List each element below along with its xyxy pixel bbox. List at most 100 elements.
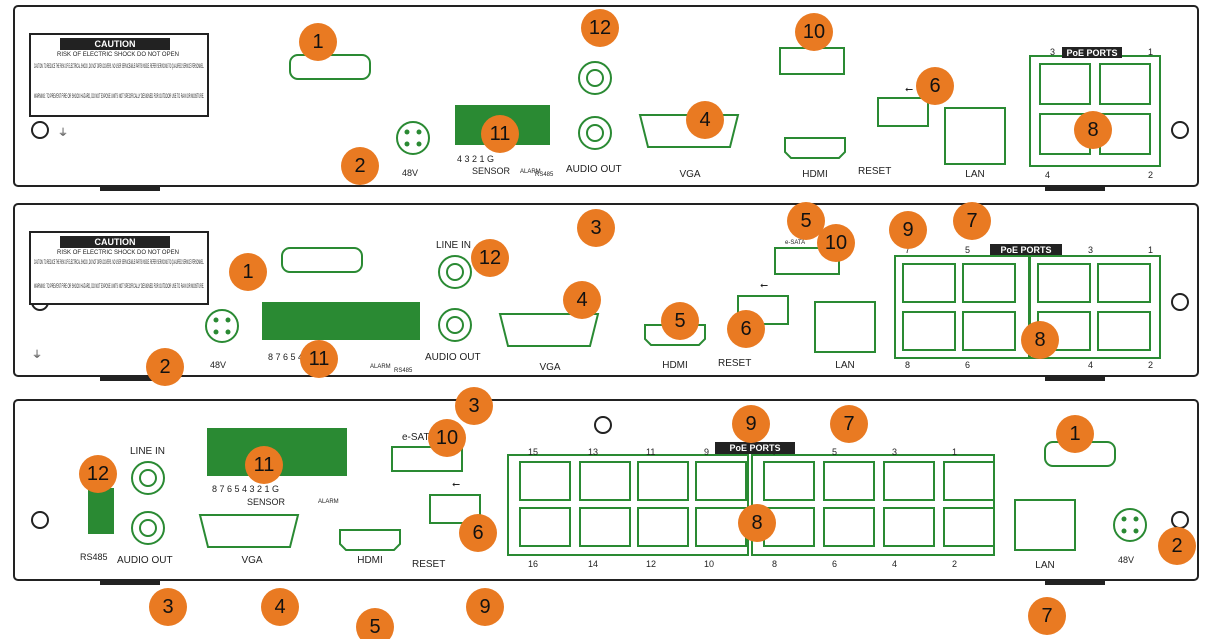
port-number: 10 [704, 559, 714, 569]
poe-port[interactable] [1098, 264, 1150, 302]
callout-number: 2 [159, 356, 170, 378]
esata-label: e-SATA [785, 240, 805, 246]
callout-badge: 10 [795, 13, 833, 51]
caution-text: CAUTION: TO REDUCE THE RISK OF ELECTRICA… [34, 260, 204, 266]
poe-port[interactable] [638, 508, 688, 546]
port-number: 13 [588, 447, 598, 457]
esata-port[interactable] [780, 48, 844, 74]
poe-port[interactable] [824, 508, 874, 546]
sensor-pin-numbers: 8 7 6 5 4 3 2 1 G [212, 484, 279, 494]
poe-port[interactable] [580, 462, 630, 500]
callout-number: 10 [803, 21, 825, 43]
callout-badge: 1 [229, 253, 267, 291]
vga-label: VGA [241, 555, 262, 566]
callout-badge: 9 [466, 588, 504, 626]
callout-number: 11 [309, 348, 330, 370]
usb-port[interactable] [878, 98, 928, 126]
callout-number: 1 [242, 261, 253, 283]
callout-number: 12 [589, 17, 611, 39]
port-number: 14 [588, 559, 598, 569]
callout-number: 12 [87, 463, 109, 485]
power-switch[interactable] [282, 248, 362, 272]
callout-badge: 11 [245, 446, 283, 484]
caution-title: CAUTION [95, 39, 136, 49]
callout-badge: 12 [471, 239, 509, 277]
poe-port[interactable] [764, 462, 814, 500]
shock-warning-text: RISK OF ELECTRIC SHOCK DO NOT OPEN [57, 250, 179, 256]
port-number: 9 [704, 447, 709, 457]
callout-badge: 10 [428, 419, 466, 457]
ground-icon: ⏚ [58, 127, 68, 139]
callout-number: 1 [312, 31, 323, 53]
poe-port[interactable] [520, 462, 570, 500]
callout-badge: 6 [459, 514, 497, 552]
hdmi-port[interactable] [340, 530, 400, 550]
poe-port[interactable] [824, 462, 874, 500]
poe-port[interactable] [638, 462, 688, 500]
sensor-label: SENSOR [247, 497, 286, 507]
callout-badge: 7 [1028, 597, 1066, 635]
callout-number: 7 [1041, 605, 1052, 627]
poe-port[interactable] [884, 462, 934, 500]
port-number: 1 [952, 447, 957, 457]
poe-port[interactable] [903, 264, 955, 302]
callout-number: 4 [274, 596, 285, 618]
callout-badge: 9 [732, 405, 770, 443]
rs485-terminal[interactable] [88, 488, 114, 534]
hdmi-port[interactable] [785, 138, 845, 158]
callout-badge: 3 [149, 588, 187, 626]
poe-port[interactable] [696, 462, 746, 500]
callout-number: 8 [751, 512, 762, 534]
poe-port[interactable] [944, 462, 994, 500]
poe-port[interactable] [884, 508, 934, 546]
reset-label: RESET [858, 166, 891, 177]
poe-port[interactable] [1038, 264, 1090, 302]
port-number: 6 [832, 559, 837, 569]
caution-title: CAUTION [95, 237, 136, 247]
power-switch[interactable] [290, 55, 370, 79]
poe-title: PoE PORTS [1000, 245, 1051, 255]
port-number: 2 [1148, 360, 1153, 370]
hdmi-label: HDMI [357, 555, 383, 566]
poe-port[interactable] [1098, 312, 1150, 350]
callout-number: 3 [162, 596, 173, 618]
poe-port[interactable] [520, 508, 570, 546]
poe-port[interactable] [1040, 64, 1090, 104]
callout-number: 4 [699, 109, 710, 131]
lan-port[interactable] [945, 108, 1005, 164]
poe-port[interactable] [1100, 64, 1150, 104]
audio-out-label: AUDIO OUT [117, 555, 173, 566]
callout-number: 9 [745, 413, 756, 435]
lan-port[interactable] [815, 302, 875, 352]
callout-badge: 5 [661, 302, 699, 340]
callout-number: 5 [674, 310, 685, 332]
vga-port[interactable] [200, 515, 298, 547]
ground-icon: ⏚ [32, 349, 42, 361]
callout-badge: 3 [455, 387, 493, 425]
poe-port[interactable] [963, 264, 1015, 302]
callout-number: 6 [472, 522, 483, 544]
port-number: 3 [1050, 47, 1055, 57]
lan-label: LAN [1035, 560, 1054, 571]
screw-icon [1172, 512, 1188, 528]
callout-number: 9 [902, 219, 913, 241]
port-number: 3 [892, 447, 897, 457]
callout-number: 6 [740, 318, 751, 340]
callout-badge: 8 [1021, 321, 1059, 359]
port-number: 6 [965, 360, 970, 370]
poe-port[interactable] [944, 508, 994, 546]
poe-port[interactable] [580, 508, 630, 546]
usb-icon: ⭠ [760, 280, 768, 291]
poe-port[interactable] [963, 312, 1015, 350]
callout-number: 7 [966, 210, 977, 232]
callout-badge: 4 [563, 281, 601, 319]
port-number: 7 [772, 447, 777, 457]
lan-port[interactable] [1015, 500, 1075, 550]
callout-number: 4 [576, 289, 587, 311]
poe-port[interactable] [903, 312, 955, 350]
callout-badge: 2 [146, 348, 184, 386]
screw-icon [1172, 294, 1188, 310]
power-label: 48V [1118, 555, 1134, 565]
sensor-label: SENSOR [472, 166, 511, 176]
